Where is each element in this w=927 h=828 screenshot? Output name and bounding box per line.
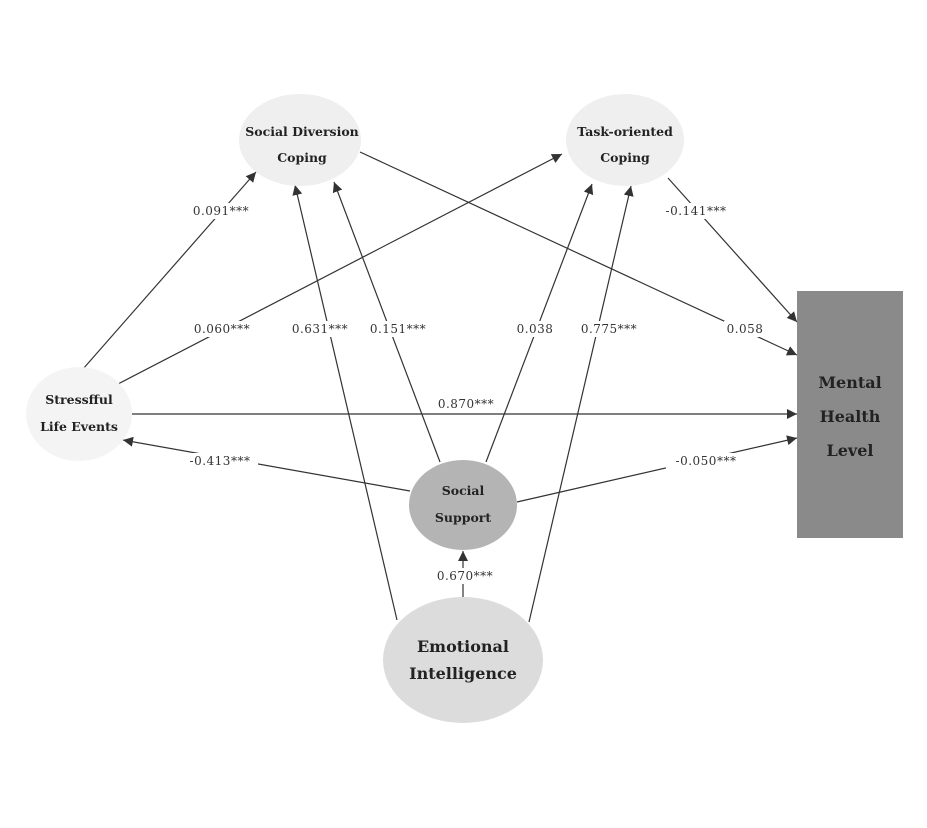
node-label-sdc-line1: Social Diversion: [245, 124, 359, 139]
edge-sle-toc: [117, 153, 563, 385]
edge-label-ss-sdc: 0.151***: [370, 322, 426, 336]
edge-label-ei-sdc: 0.631***: [292, 322, 348, 336]
edge-ei-sdc: [292, 184, 398, 621]
node-label-toc-line1: Task-oriented: [577, 124, 673, 139]
node-emotional-intelligence: Emotional Intelligence: [383, 597, 543, 723]
node-task-oriented-coping: Task-oriented Coping: [566, 94, 684, 186]
node-mental-health-level: Mental Health Level: [797, 291, 903, 538]
node-shape-mhl: [797, 291, 903, 538]
node-social-support: Social Support: [409, 460, 517, 550]
node-label-sdc-line2: Coping: [277, 150, 327, 165]
edge-label-ei-toc: 0.775***: [581, 322, 637, 336]
node-label-ss-line1: Social: [442, 483, 485, 498]
edge-label-sle-sdc: 0.091***: [193, 204, 249, 218]
node-label-sle-line1: Stressfful: [45, 392, 113, 407]
edge-label-toc-mhl: -0.141***: [666, 204, 727, 218]
node-shape-sle: [26, 367, 132, 461]
node-shape-ei: [383, 597, 543, 723]
node-shape-ss: [409, 460, 517, 550]
edge-ss-sle: [122, 436, 411, 492]
edge-ss-mhl: [516, 435, 798, 503]
edges: [82, 151, 798, 623]
edge-label-ei-ss: 0.670***: [437, 569, 493, 583]
node-label-toc-line2: Coping: [600, 150, 650, 165]
edge-labels: 0.091*** 0.060*** 0.631*** 0.151*** 0.03…: [182, 203, 766, 584]
node-shape-sdc: [239, 94, 361, 186]
edge-label-sle-toc: 0.060***: [194, 322, 250, 336]
node-social-diversion-coping: Social Diversion Coping: [239, 94, 361, 186]
edge-ei-toc: [528, 185, 634, 623]
edge-label-ss-sle: -0.413***: [190, 454, 251, 468]
node-label-ei-line1: Emotional: [417, 637, 509, 656]
node-label-mhl-line3: Level: [827, 441, 874, 460]
node-label-mhl-line1: Mental: [818, 373, 881, 392]
node-stressful-life-events: Stressfful Life Events: [26, 367, 132, 461]
node-label-ei-line2: Intelligence: [409, 664, 517, 683]
edge-label-ss-toc: 0.038: [517, 322, 554, 336]
node-label-sle-line2: Life Events: [40, 419, 118, 434]
edge-label-sle-mhl: 0.870***: [438, 397, 494, 411]
node-label-ss-line2: Support: [435, 510, 492, 525]
edge-label-ss-mhl: -0.050***: [676, 454, 737, 468]
node-shape-toc: [566, 94, 684, 186]
edge-toc-mhl: [667, 177, 798, 323]
edge-sle-sdc: [82, 171, 257, 370]
node-label-mhl-line2: Health: [820, 407, 881, 426]
edge-label-sdc-mhl: 0.058: [727, 322, 764, 336]
